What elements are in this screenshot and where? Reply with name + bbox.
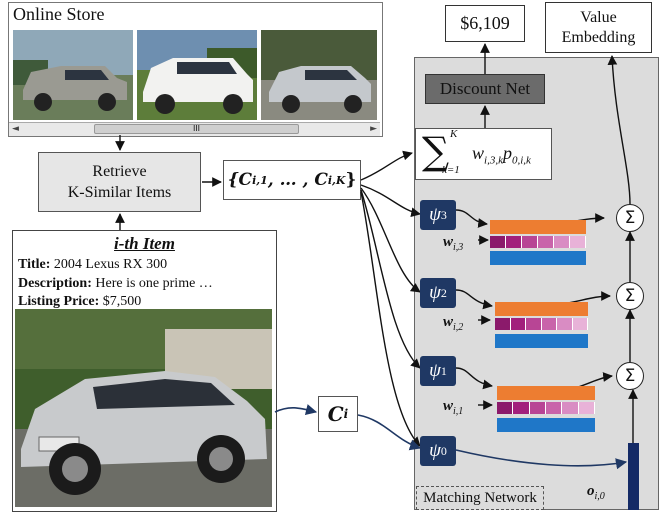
weight-2-w: w <box>443 314 454 330</box>
psi-0-sub: 0 <box>440 443 447 458</box>
weight-label-3: wi,3 <box>443 234 463 253</box>
item-title-row: Title: 2004 Lexus RX 300 <box>18 257 167 273</box>
item-price-value: $7,500 <box>102 294 142 309</box>
sum-w: w <box>472 143 485 163</box>
psi-1-symbol: ψ <box>429 360 441 381</box>
weighted-sum-formula-box: ∑ K k=1 wi,3,kp0,i,k <box>415 128 552 180</box>
item-description-row: Description: Here is one prime … <box>18 276 213 292</box>
weight-label-2: wi,2 <box>443 314 463 333</box>
bar-3-weights <box>490 236 586 248</box>
sum-node-2-icon: Σ <box>616 282 644 310</box>
item-card-title: i-th Item <box>114 234 175 253</box>
value-embedding-line1: Value <box>580 8 617 26</box>
bar-2-blue <box>495 334 588 348</box>
candidate-set-dots: , … , C <box>267 170 328 190</box>
ci-sub: i <box>343 407 349 421</box>
retrieve-similar-items-box: Retrieve K-Similar Items <box>38 152 201 212</box>
candidate-set-close: } <box>345 170 357 190</box>
discount-net-box: Discount Net <box>425 74 545 104</box>
sum-p: p <box>502 143 512 163</box>
bar-1-orange <box>497 386 595 400</box>
sum-p-sub: 0,i,k <box>511 154 531 167</box>
sum-lower-limit: k=1 <box>442 164 460 176</box>
weight-3-sub: i,3 <box>453 242 464 253</box>
candidate-set-sub1: i,1 <box>252 173 268 187</box>
matching-network-label: Matching Network <box>416 486 544 510</box>
scroll-left-arrow-icon[interactable]: ◄ <box>12 124 19 134</box>
candidate-set-open: {C <box>227 170 253 190</box>
online-store-title: Online Store <box>13 4 105 24</box>
psi-2-sub: 2 <box>440 285 447 300</box>
sum-sigma-icon: ∑ <box>422 129 450 173</box>
car-thumbnail-1[interactable] <box>13 30 133 120</box>
value-embedding-line2: Embedding <box>561 28 636 46</box>
online-store-window: Online Store <box>8 2 383 137</box>
sum-node-1-icon: Σ <box>616 362 644 390</box>
o-embedding-label: oi,0 <box>587 483 605 502</box>
scroll-right-arrow-icon[interactable]: ► <box>370 124 377 134</box>
weight-2-sub: i,2 <box>453 322 464 333</box>
item-car-photo <box>15 309 272 507</box>
item-title-value: 2004 Lexus RX 300 <box>53 257 168 272</box>
sum-term: wi,3,kp0,i,k <box>472 143 531 167</box>
item-card: i-th Item Title: 2004 Lexus RX 300 Descr… <box>12 230 277 512</box>
item-price-label: Listing Price: <box>18 294 100 309</box>
sum-w-sub: i,3,k <box>484 154 503 167</box>
bar-2-orange <box>495 302 588 316</box>
sum-upper-limit: K <box>450 128 458 140</box>
psi-3-sub: 3 <box>440 207 447 222</box>
bar-1-weights <box>497 402 595 414</box>
value-embedding-box: Value Embedding <box>545 2 652 53</box>
item-title-label: Title: <box>18 257 51 272</box>
scroll-thumb[interactable]: III <box>94 124 299 134</box>
item-description-label: Description: <box>18 276 92 291</box>
store-horizontal-scrollbar[interactable]: ◄ III ► <box>9 122 380 136</box>
bar-3-orange <box>490 220 586 234</box>
weight-1-w: w <box>443 398 454 414</box>
retrieve-line2: K-Similar Items <box>67 184 172 201</box>
o-label-o: o <box>587 483 595 499</box>
psi-2-symbol: ψ <box>429 282 441 303</box>
retrieve-line1: Retrieve <box>92 163 147 180</box>
weight-label-1: wi,1 <box>443 398 463 417</box>
weight-3-w: w <box>443 234 454 250</box>
psi-0-symbol: ψ <box>429 440 441 461</box>
candidate-set-subk: i,K <box>327 173 346 187</box>
o-embedding-bar <box>628 443 639 510</box>
bar-1-blue <box>497 418 595 432</box>
bar-2-weights <box>495 318 588 330</box>
item-description-value: Here is one prime … <box>95 276 213 291</box>
psi-3-symbol: ψ <box>429 204 441 225</box>
weight-1-sub: i,1 <box>453 406 464 417</box>
bar-3-blue <box>490 251 586 265</box>
price-output-box: $6,109 <box>445 5 525 42</box>
psi-1-sub: 1 <box>440 363 447 378</box>
item-price-row: Listing Price: $7,500 <box>18 294 141 310</box>
car-thumbnail-2[interactable] <box>137 30 257 120</box>
ci-base: C <box>327 402 344 426</box>
sum-node-3-icon: Σ <box>616 204 644 232</box>
o-label-sub: i,0 <box>594 491 605 502</box>
car-thumbnail-3[interactable] <box>261 30 377 120</box>
